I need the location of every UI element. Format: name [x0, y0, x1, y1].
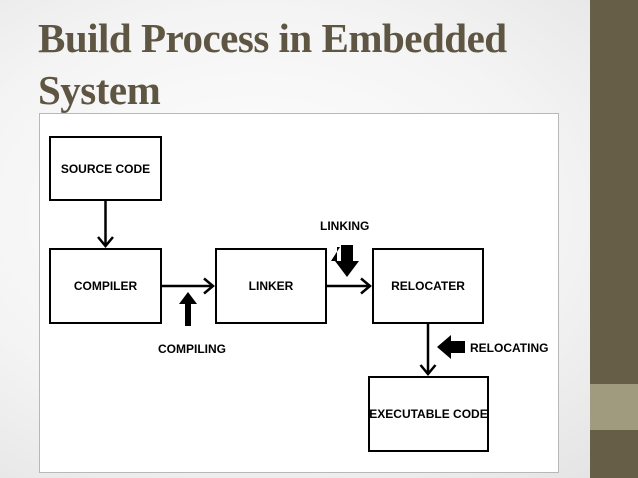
node-executable-code: EXECUTABLE CODE — [368, 376, 489, 452]
node-compiler: COMPILER — [49, 248, 162, 324]
node-source-code: SOURCE CODE — [49, 136, 162, 201]
annotation-linking: LINKING — [320, 219, 369, 233]
annotation-relocating: RELOCATING — [470, 341, 548, 355]
node-executable-code-label: EXECUTABLE CODE — [369, 407, 487, 421]
node-linker: LINKER — [215, 248, 327, 324]
slide-title: Build Process in Embedded System — [38, 15, 507, 113]
node-relocater: RELOCATER — [372, 248, 484, 324]
annotation-compiling: COMPILING — [158, 342, 226, 356]
flow-arrow-compiler-to-linker — [161, 277, 215, 295]
side-decoration-accent — [590, 384, 638, 430]
relocating-left-arrow — [437, 335, 465, 359]
linking-down-arrow — [331, 245, 359, 277]
node-linker-label: LINKER — [249, 279, 294, 293]
node-source-code-label: SOURCE CODE — [61, 162, 150, 176]
flow-arrow-source-to-compiler — [97, 200, 114, 248]
flow-arrow-linker-to-relocater — [326, 277, 372, 295]
compiling-up-arrow — [179, 292, 197, 326]
node-compiler-label: COMPILER — [74, 279, 138, 293]
node-relocater-label: RELOCATER — [391, 279, 465, 293]
flow-arrow-relocater-to-executable — [419, 323, 437, 376]
